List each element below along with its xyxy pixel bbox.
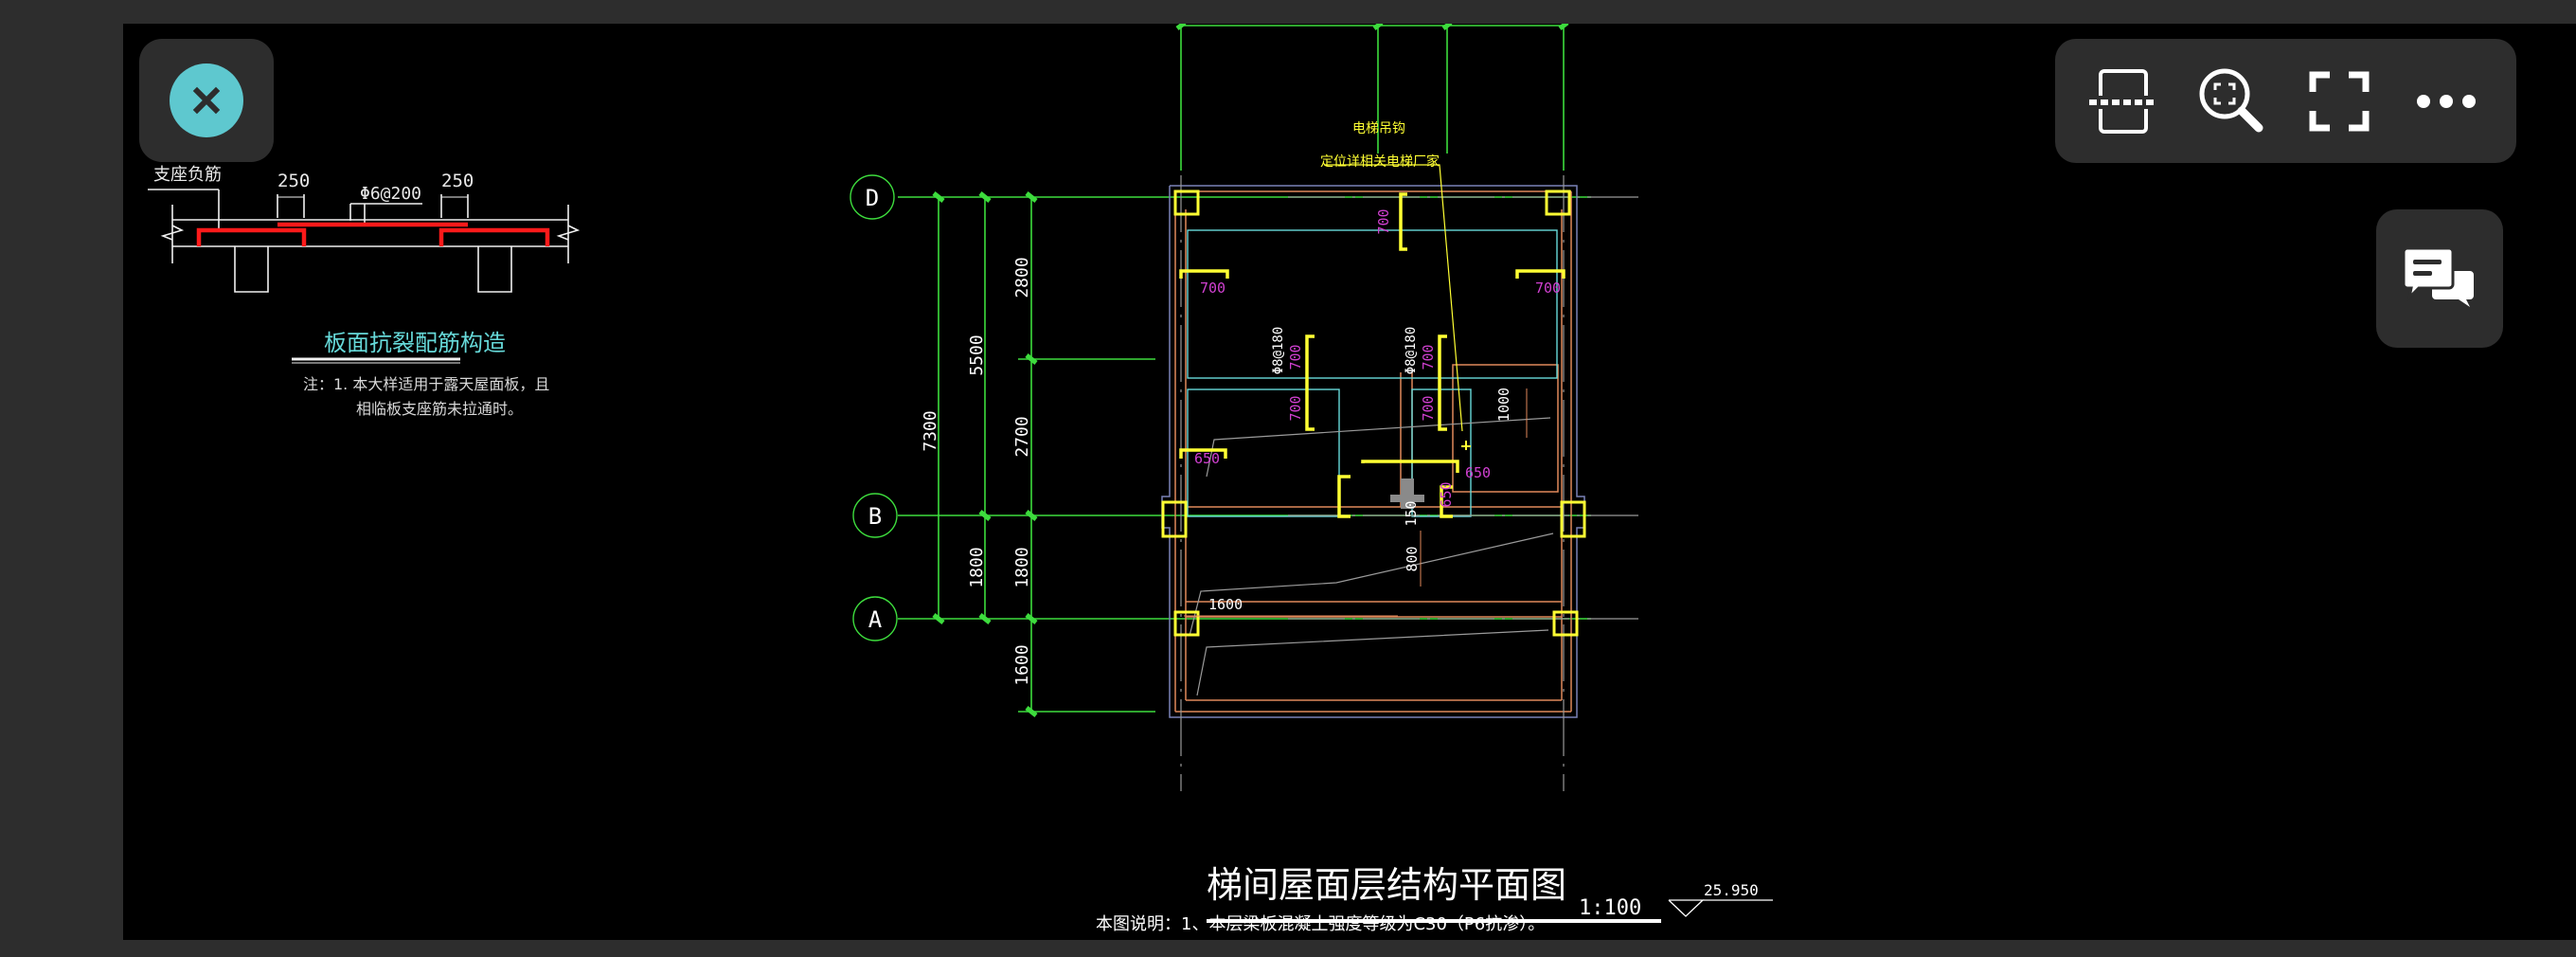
fullscreen-icon xyxy=(2309,71,2370,131)
chat-icon xyxy=(2404,248,2474,307)
rebar-spec-b: Φ8@180 xyxy=(1404,327,1419,375)
rebar-label: 支座负筋 xyxy=(153,165,222,185)
drawing-canvas[interactable]: 支座负筋 250 250 Φ6@200 板面抗裂配筋构造 注：1. 本大样适用于… xyxy=(123,24,2576,940)
columns xyxy=(1161,190,1586,637)
rebar-650-center: 650 xyxy=(1465,464,1491,481)
grid-lines xyxy=(898,25,1591,713)
rebar-spec-a: Φ8@180 xyxy=(1271,327,1286,375)
rebar-red xyxy=(196,222,550,246)
scan-icon xyxy=(2089,68,2158,134)
detail-note-1: 注：1. 本大样适用于露天屋面板，且 xyxy=(303,375,549,393)
more-button[interactable] xyxy=(2404,59,2489,144)
rebar-700-right: 700 xyxy=(1535,280,1561,297)
rebar-700-left: 700 xyxy=(1200,280,1225,297)
plan-dim-lines xyxy=(1184,388,1528,617)
column-b-left xyxy=(1161,500,1188,538)
hook-base xyxy=(1390,495,1424,502)
column-d-right xyxy=(1545,190,1571,216)
zoom-region-icon xyxy=(2199,68,2263,132)
dim-1800-a: 1800 xyxy=(967,547,987,587)
close-icon xyxy=(170,63,243,137)
plan-outline-slate xyxy=(1161,185,1585,718)
dim-250-left: 250 xyxy=(277,171,310,191)
column-a-right xyxy=(1552,610,1579,637)
bar-spec: Φ6@200 xyxy=(360,184,421,204)
rebar-brackets xyxy=(1179,192,1565,518)
axis-label-d: D xyxy=(866,185,879,211)
leader-yellow xyxy=(1324,164,1463,432)
plan-slabs-cyan xyxy=(1187,229,1558,517)
axis-label-a: A xyxy=(868,606,883,633)
axis-bubble-a xyxy=(852,596,898,641)
elevator-hook-label: 电梯吊钩 xyxy=(1352,121,1405,136)
dim-1800-b: 1800 xyxy=(1012,547,1032,587)
chat-button[interactable] xyxy=(2376,209,2503,348)
zoom-region-button[interactable] xyxy=(2190,59,2275,144)
elevation-value: 25.950 xyxy=(1704,881,1759,899)
close-button[interactable] xyxy=(139,39,274,162)
fullscreen-button[interactable] xyxy=(2297,59,2382,144)
column-d-left xyxy=(1173,190,1200,216)
cad-drawing: 支座负筋 250 250 Φ6@200 板面抗裂配筋构造 注：1. 本大样适用于… xyxy=(148,24,1773,934)
column-a-left xyxy=(1173,610,1200,637)
rebar-700-top: 700 xyxy=(1375,208,1392,234)
dim-2700: 2700 xyxy=(1012,416,1032,457)
dim-800: 800 xyxy=(1404,546,1421,571)
dim-150: 150 xyxy=(1403,500,1420,526)
dim-1600-horiz: 1600 xyxy=(1208,596,1243,613)
axis-label-b: B xyxy=(868,503,882,530)
plan-beams-orange xyxy=(1174,190,1572,713)
elevator-hook-note: 定位详相关电梯厂家 xyxy=(1320,153,1440,170)
crack-resistance-detail xyxy=(148,189,581,364)
dim-1600-vert: 1600 xyxy=(1012,644,1032,685)
axis-bubble-d xyxy=(850,174,895,220)
drawing-title: 梯间屋面层结构平面图 xyxy=(1207,864,1566,906)
dim-5500: 5500 xyxy=(967,334,987,375)
rebar-650-vert: 650 xyxy=(1438,481,1455,507)
axis-bubbles xyxy=(850,174,898,641)
rebar-650-left: 650 xyxy=(1194,450,1220,467)
title-underline xyxy=(1207,919,1661,923)
axis-bubble-b xyxy=(852,493,898,538)
drawing-scale: 1:100 xyxy=(1579,896,1641,920)
rebar-700-mid-b1: 700 xyxy=(1420,344,1437,370)
dim-2800: 2800 xyxy=(1012,257,1032,298)
viewer-toolbar xyxy=(2055,39,2516,163)
drawing-note: 本图说明：1、本层梁板混凝土强度等级为C30（P6抗渗）。 xyxy=(1096,914,1545,934)
rebar-700-mid-a2: 700 xyxy=(1287,395,1304,421)
dim-1000: 1000 xyxy=(1495,388,1512,422)
column-b-right xyxy=(1560,500,1586,538)
scan-button[interactable] xyxy=(2083,59,2168,144)
dim-250-right: 250 xyxy=(441,171,474,191)
detail-title: 板面抗裂配筋构造 xyxy=(324,330,506,356)
dim-ticks xyxy=(932,24,1569,717)
more-icon xyxy=(2416,94,2476,108)
elevation-marker xyxy=(1668,899,1773,917)
rebar-700-mid-a1: 700 xyxy=(1287,344,1304,370)
detail-note-2: 相临板支座筋未拉通时。 xyxy=(356,400,523,418)
dim-7300: 7300 xyxy=(921,410,940,451)
rebar-700-mid-b2: 700 xyxy=(1420,395,1437,421)
